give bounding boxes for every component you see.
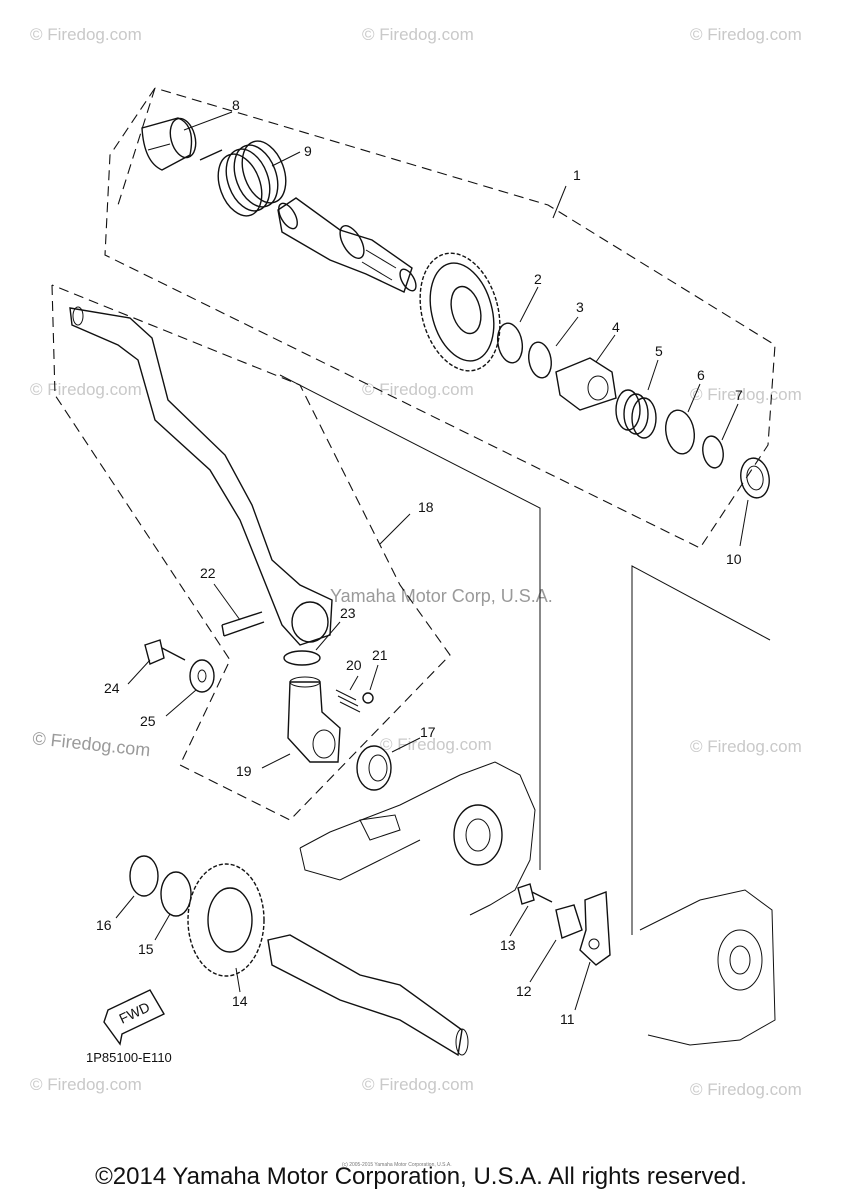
fine-print: (c) 2005-2015 Yamaha Motor Corporation, … [342, 1162, 452, 1168]
watermark-firedog: © Firedog.com [362, 380, 474, 399]
callout-10: 10 [726, 551, 742, 567]
part-16-circlip [129, 855, 159, 897]
watermark-layer: © Firedog.com © Firedog.com © Firedog.co… [30, 25, 802, 1099]
part-10-oil-seal [740, 457, 770, 499]
crankcase [299, 761, 776, 1046]
callout-9: 9 [304, 143, 312, 159]
watermark-firedog: © Firedog.com [30, 380, 142, 399]
callout-25: 25 [140, 713, 156, 729]
part-19-boss [287, 681, 341, 763]
watermark-firedog: © Firedog.com [690, 737, 802, 756]
guide-lines [279, 374, 771, 935]
part-2-washer [496, 322, 524, 364]
watermark-firedog: © Firedog.com [690, 25, 802, 44]
lower-parts [129, 855, 611, 1057]
callout-2: 2 [534, 271, 542, 287]
kick-shaft-assembly-outline-inner [117, 87, 156, 206]
callout-16: 16 [96, 917, 112, 933]
callout-3: 3 [576, 299, 584, 315]
watermark-firedog: © Firedog.com [380, 735, 492, 754]
part-25-washer [189, 659, 215, 693]
watermark-firedog: © Firedog.com [690, 1080, 802, 1099]
callout-22: 22 [200, 565, 216, 581]
callout-6: 6 [697, 367, 705, 383]
part-23-o-ring [283, 650, 321, 666]
part-13-bolt [517, 883, 553, 905]
copyright-notice: ©2014 Yamaha Motor Corporation, U.S.A. A… [95, 1163, 747, 1190]
kick-crank-lever [69, 306, 333, 646]
callout-5: 5 [655, 343, 663, 359]
kick-shaft [277, 197, 417, 293]
callout-8: 8 [232, 97, 240, 113]
callout-13: 13 [500, 937, 516, 953]
callout-14: 14 [232, 993, 248, 1009]
guide-line-right [631, 565, 771, 935]
watermark-firedog: © Firedog.com [30, 25, 142, 44]
part-3-circlip [528, 341, 552, 379]
part-22-bolt [221, 611, 265, 637]
callout-1: 1 [573, 167, 581, 183]
callout-15: 15 [138, 941, 154, 957]
part-7-circlip [702, 435, 724, 469]
part-24-bolt [144, 639, 186, 665]
assembly-outlines [51, 87, 776, 821]
part-11-stopper [579, 891, 611, 966]
part-12-lock-plate [555, 904, 583, 939]
watermark-firedog: © Firedog.com [690, 385, 802, 404]
kick-shaft-assembly-outline [104, 87, 776, 549]
part-6-washer [664, 409, 696, 455]
guide-line-left [279, 374, 541, 870]
callout-19: 19 [236, 763, 252, 779]
callout-23: 23 [340, 605, 356, 621]
callout-18: 18 [418, 499, 434, 515]
shaft-small-parts [496, 322, 770, 499]
callout-12: 12 [516, 983, 532, 999]
part-8-collar [141, 117, 197, 171]
callout-labels: 1 2 3 4 5 6 7 8 9 10 11 12 13 14 15 16 1… [96, 97, 743, 1027]
callout-7: 7 [735, 387, 743, 403]
callout-11: 11 [560, 1011, 575, 1027]
kick-crank-assembly-outline [51, 284, 451, 821]
crank-small-parts [144, 611, 392, 791]
part-9-torsion-spring [199, 140, 287, 217]
part-15-washer [160, 871, 192, 917]
part-14-gear [187, 863, 265, 977]
fwd-arrow-icon: FWD [103, 989, 165, 1046]
callout-17: 17 [420, 724, 436, 740]
part-17-oil-seal [356, 745, 392, 791]
part-20-spring [335, 689, 361, 713]
callout-24: 24 [104, 680, 120, 696]
watermark-firedog: © Firedog.com [30, 1075, 142, 1094]
watermark-firedog: © Firedog.com [362, 1075, 474, 1094]
callout-4: 4 [612, 319, 620, 335]
part-4-ratchet [555, 357, 617, 411]
watermark-firedog: © Firedog.com [362, 25, 474, 44]
part-5-spring [615, 389, 641, 431]
kick-gear [419, 252, 501, 372]
callout-leaders [115, 111, 749, 1011]
drive-shaft [267, 934, 463, 1057]
part-21-ball [362, 692, 374, 704]
watermark-firedog-large: © Firedog.com [32, 728, 152, 760]
callout-20: 20 [346, 657, 362, 673]
part-code: 1P85100-E110 [86, 1050, 172, 1065]
callout-21: 21 [372, 647, 388, 663]
watermark-yamaha: Yamaha Motor Corp, U.S.A. [330, 586, 553, 606]
